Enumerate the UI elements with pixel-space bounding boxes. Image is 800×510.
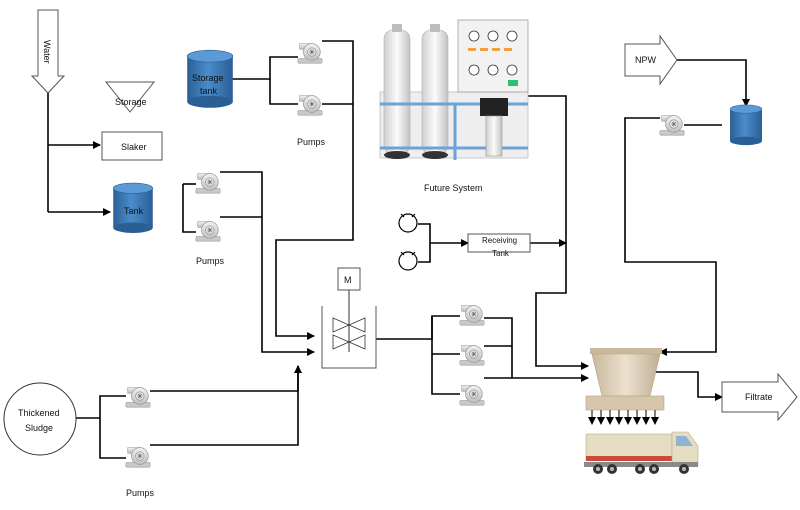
storage-tank-label-1: Storage: [192, 73, 224, 83]
storage-label: Storage: [115, 97, 147, 107]
discharge-arrows: [588, 410, 659, 425]
npw-label: NPW: [635, 55, 657, 65]
pump-icon: [297, 43, 323, 64]
thickened-sludge-label-2: Sludge: [25, 423, 53, 433]
npw-arrow: NPW: [624, 34, 678, 86]
blower-pair: [398, 213, 418, 271]
npw-tank: [729, 104, 763, 146]
future-system: Future System: [379, 19, 529, 193]
truck-icon: [584, 431, 699, 474]
tank-label: Tank: [124, 206, 144, 216]
mixer-icon: [332, 317, 366, 350]
receiving-tank-label-2: Tank: [492, 249, 510, 258]
pump-group-top: Pumps: [297, 43, 326, 147]
pump-group-mid: Pumps: [195, 173, 225, 266]
pumps-bottom-label: Pumps: [126, 488, 155, 498]
pump-icon: [459, 345, 485, 366]
blower-icon: [398, 251, 418, 271]
hopper-icon: [585, 348, 665, 425]
water-label: Water: [42, 40, 52, 64]
pump-icon: [125, 447, 151, 468]
storage-tank: Storage tank: [186, 49, 234, 109]
filtrate-arrow: Filtrate: [721, 372, 798, 422]
pump-icon: [459, 305, 485, 326]
pumps-top-label: Pumps: [297, 137, 326, 147]
pipe-network: [47, 40, 750, 459]
pump-group-bottom: Pumps: [125, 387, 155, 498]
storage-tank-label-2: tank: [200, 86, 218, 96]
dewatering-hopper: [585, 348, 665, 425]
future-system-label: Future System: [424, 183, 483, 193]
mixing-tank: M: [321, 267, 377, 369]
thickened-sludge-label-1: Thickened: [18, 408, 60, 418]
pump-icon: [125, 387, 151, 408]
receiving-tank: Receiving Tank: [467, 233, 531, 258]
filter-system-icon: [379, 19, 529, 160]
receiving-tank-label-1: Receiving: [482, 236, 517, 245]
pump-npw: [659, 115, 685, 136]
pump-icon: [659, 115, 685, 136]
water-inlet-arrow: Water: [30, 9, 66, 94]
filtrate-label: Filtrate: [745, 392, 773, 402]
blower-icon: [398, 213, 418, 233]
pump-group-right: [459, 305, 485, 406]
pump-icon: [195, 221, 221, 242]
storage-hopper: Storage: [104, 81, 156, 113]
pumps-mid-label: Pumps: [196, 256, 225, 266]
mixer-motor-label: M: [344, 275, 352, 285]
slaker-label: Slaker: [121, 142, 147, 152]
thickened-sludge-source: Thickened Sludge: [3, 382, 77, 456]
pump-icon: [459, 385, 485, 406]
slaker-box: Slaker: [101, 131, 163, 161]
pump-icon: [297, 95, 323, 116]
pump-icon: [195, 173, 221, 194]
tank: Tank: [112, 182, 154, 234]
tank-icon: [729, 104, 763, 146]
